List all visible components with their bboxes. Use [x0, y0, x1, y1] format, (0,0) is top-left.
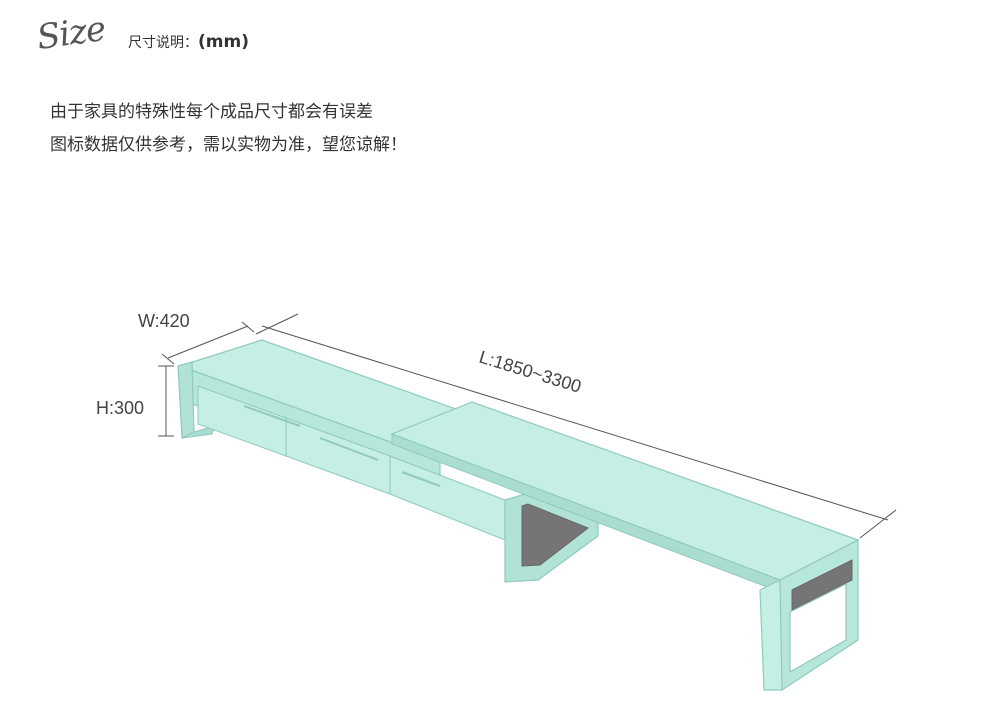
note-line-2: 图标数据仅供参考，需以实物为准，望您谅解！ [50, 135, 407, 155]
size-title-label: 尺寸说明： [128, 35, 198, 51]
length-tick-left [255, 313, 299, 335]
note-line-1: 由于家具的特殊性每个成品尺寸都会有误差 [50, 102, 373, 122]
length-dimension-line [261, 325, 889, 521]
size-title: 尺寸说明：(mm) [128, 32, 249, 52]
left-end-panel [177, 361, 195, 439]
right-leg-opening [789, 583, 847, 674]
length-label: L:1850~3300 [477, 347, 584, 397]
width-label: W:420 [138, 311, 190, 331]
drawer-handle-3 [401, 471, 441, 487]
width-tick-left [161, 353, 175, 365]
drawer-handle-1 [243, 405, 301, 427]
disclaimer-notes: 由于家具的特殊性每个成品尺寸都会有误差 图标数据仅供参考，需以实物为准，望您谅解… [50, 96, 407, 162]
width-dimension-line [167, 325, 249, 359]
middle-leg-opening [521, 503, 589, 567]
right-leg-front [759, 579, 783, 691]
length-tick-right [859, 509, 897, 539]
drawer-handle-2 [319, 437, 379, 461]
right-end-dark-band [791, 559, 853, 611]
height-label: H:300 [96, 398, 144, 418]
size-header: Size 尺寸说明：(mm) 由于家具的特殊性每个成品尺寸都会有误差 图标数据仅… [34, 9, 640, 168]
width-tick-right [241, 321, 255, 333]
size-title-unit: (mm) [198, 32, 249, 52]
